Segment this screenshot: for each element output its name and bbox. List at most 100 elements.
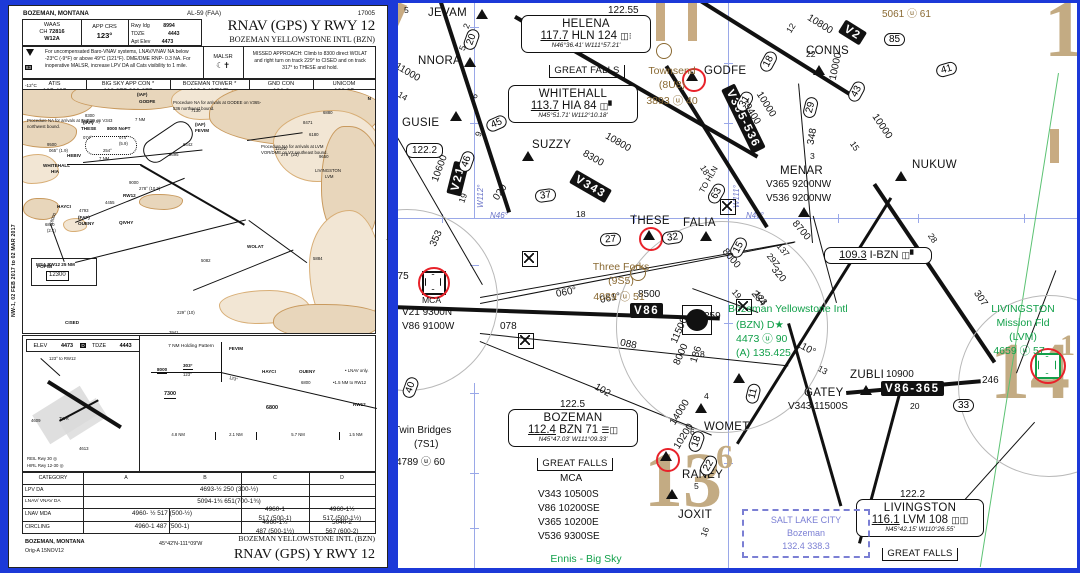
elev-6442: 6442 <box>183 142 193 147</box>
waypoint-label-womet: WOMET <box>704 421 750 433</box>
dist-21: (2.1) <box>47 228 56 233</box>
lonlat-label-left: W112° <box>476 184 485 208</box>
apt-elev-label: Apt Elev <box>131 39 151 46</box>
airport-lvm-data: 4659 ⓤ 57 <box>993 345 1045 357</box>
elev-9650: 9650 <box>319 154 329 159</box>
profile-oueny: OUENY <box>299 369 316 374</box>
navaid-x-box-1 <box>522 251 538 267</box>
highlight-ring-godfe <box>682 68 706 92</box>
waypoint-gatey-icon <box>733 373 745 383</box>
airport-twin-bridges-id: (7S1) <box>414 439 439 450</box>
navaid-coord-livingston: N45°42.15' W110°26.55' <box>885 526 955 533</box>
profile-seg3: 5.7 NM <box>257 432 341 440</box>
whitehall-navaid-name: WHITEHALL <box>43 163 71 168</box>
navaid-x-box-4 <box>736 299 752 315</box>
minima-header-b: B <box>203 475 207 482</box>
waypoint-hebiv: HEBIV <box>67 153 82 158</box>
temp-limit-value: -12°C <box>25 83 37 88</box>
waas-ch-value: 72816 <box>49 29 65 35</box>
whitehall-navaid-id: HIA <box>51 169 59 174</box>
profile-seg4: 1.5 NM <box>348 432 363 437</box>
elev-6180: 6180 <box>309 132 319 137</box>
mca-bottom-line-3: V365 10200E <box>538 517 599 528</box>
mca-bottom-label: MCA <box>560 473 583 484</box>
mileage-5-top: 5 <box>404 5 409 15</box>
apd-reil: REIL Rwy 30 ◎ <box>27 456 57 461</box>
airway-badge-v86-365: V86-365 <box>881 381 944 396</box>
bozeman-airport-symbol <box>686 309 708 331</box>
course-278b: 278° (23) <box>281 152 299 157</box>
waypoint-hayci: HAYCI <box>57 204 71 209</box>
mileage-box-45: 45 <box>484 113 509 134</box>
mileage-box-29: 29 <box>801 95 820 120</box>
airway-badge-v343: V343 <box>569 169 613 204</box>
profile-hold-label: 7 NM Holding Pattern <box>168 344 214 349</box>
tdze-value2: 4443 <box>119 342 132 349</box>
mileage-6-womet: 6 <box>690 427 695 437</box>
rwy-ldg-value: 8994 <box>163 23 175 29</box>
alt-8700: 8700 <box>789 218 813 243</box>
mileage-19: 19 <box>456 191 470 205</box>
briefing-notes-row: 83 -12°C For uncompensated Baro-VNAV sys… <box>22 46 376 88</box>
enroute-chart-panel: W112° N46° W111° N46° 11 13 6 14 <box>396 0 1080 573</box>
temp-limit-icon: 83 <box>25 65 32 70</box>
navaid-name-bozeman: BOZEMAN <box>543 412 603 424</box>
comm-name: UNICOM <box>332 80 356 87</box>
profile-alt-6800: 6800 <box>301 380 311 385</box>
mileage-5-raney: 5 <box>694 481 699 491</box>
airport-bzn-data: 4473 ⓤ 90 <box>736 333 788 345</box>
brace-great-falls-livingston: GREAT FALLS <box>874 548 966 561</box>
waypoint-label-menar: MENAR <box>780 165 824 177</box>
livingston-freq-above: 122.2 <box>900 489 926 500</box>
minima-header-d: D <box>340 475 344 482</box>
mileage-box-41: 41 <box>934 60 959 79</box>
alt-10600: 10600 <box>429 153 450 184</box>
profile-alt-7300: 7300 <box>164 391 176 400</box>
mileage-12-godfe: 12 <box>784 21 798 35</box>
faf-label: (FAF) <box>78 215 90 220</box>
hold-distance: (5.9) <box>119 141 128 146</box>
hold-course-in: 074° <box>119 135 128 140</box>
profile-alt-6800b: 6800 <box>266 405 278 411</box>
center-sector: Bozeman <box>786 528 826 539</box>
navaid-name-livingston: LIVINGSTON <box>883 502 957 514</box>
longitude-grid-line-2 <box>474 383 475 568</box>
waypoint-label-gusie: GUSIE <box>402 117 440 129</box>
alt-12200: 12200 <box>275 146 287 151</box>
header-amendment: 17005 <box>357 10 375 17</box>
course-278: 278° (10.9) <box>139 186 161 191</box>
mileage-20-zubli: 20 <box>910 401 920 411</box>
minima-circling-c: 4960-1½ 487 (500-1½) <box>255 519 295 535</box>
waypoint-wolat-2: WOLAT <box>247 244 264 249</box>
missed-approach-text: MISSED APPROACH: Climb to 8300 direct WO… <box>252 51 368 72</box>
profile-seg1: 4.8 NM <box>141 432 217 440</box>
malsr-icon: ☾✝ <box>216 60 230 70</box>
airport-bzn-name: Bozeman Yellowstone Intl <box>728 303 848 315</box>
bozeman-airport-box-icon <box>682 305 712 335</box>
mca-left-line-2: V86 9100W <box>402 321 455 332</box>
airport-lvm-id: (LVM) <box>1009 331 1037 343</box>
waas-ch-label: CH <box>39 29 48 35</box>
navaid-freq-whitehall: 113.7 HIA 84 ◫▘ <box>530 100 616 112</box>
alt-9000: 9000 <box>129 180 139 185</box>
airport-diagram: ELEV 4473 D TDZE 4443 123° to RW12 4609 … <box>22 335 140 472</box>
elev-5884: 5884 <box>313 256 323 261</box>
navaid-freq-helena: 117.7 HLN 124 ◫⁝ <box>540 30 632 42</box>
apd-hirl: HIRL Rwy 12-30 ◎ <box>27 463 64 468</box>
center-frequencies: 132.4 338.3 <box>782 541 830 552</box>
iaf-these-label: (IAF) <box>83 120 94 125</box>
profile-fevim: FEVIM <box>229 346 244 351</box>
apt-elev-value: 4473 <box>161 39 174 46</box>
gatey-restriction: V343 11500S <box>788 401 848 412</box>
hold-course-out: 074° <box>83 135 92 140</box>
briefing-strip: WAAS CH 72816 W12A APP CRS 123° Rwy Idg … <box>22 19 202 46</box>
apd-twr: TWR <box>59 416 69 421</box>
mca-left-line-1: V21 9300N <box>402 307 453 318</box>
ils-freq-ibzn: 109.3 I-BZN ◫▘ <box>839 249 917 261</box>
morse-code-icon-5: ◫▘ <box>901 250 917 260</box>
msa-sector-value: 12300 <box>46 271 69 281</box>
lat-label-mid: N46° <box>746 211 764 220</box>
menar-restriction-2: V536 9200NW <box>766 193 832 204</box>
mca-bottom-line-4: V536 9300SE <box>538 531 600 542</box>
navaid-coord-whitehall: N45°51.71' W112°10.18' <box>538 112 608 119</box>
